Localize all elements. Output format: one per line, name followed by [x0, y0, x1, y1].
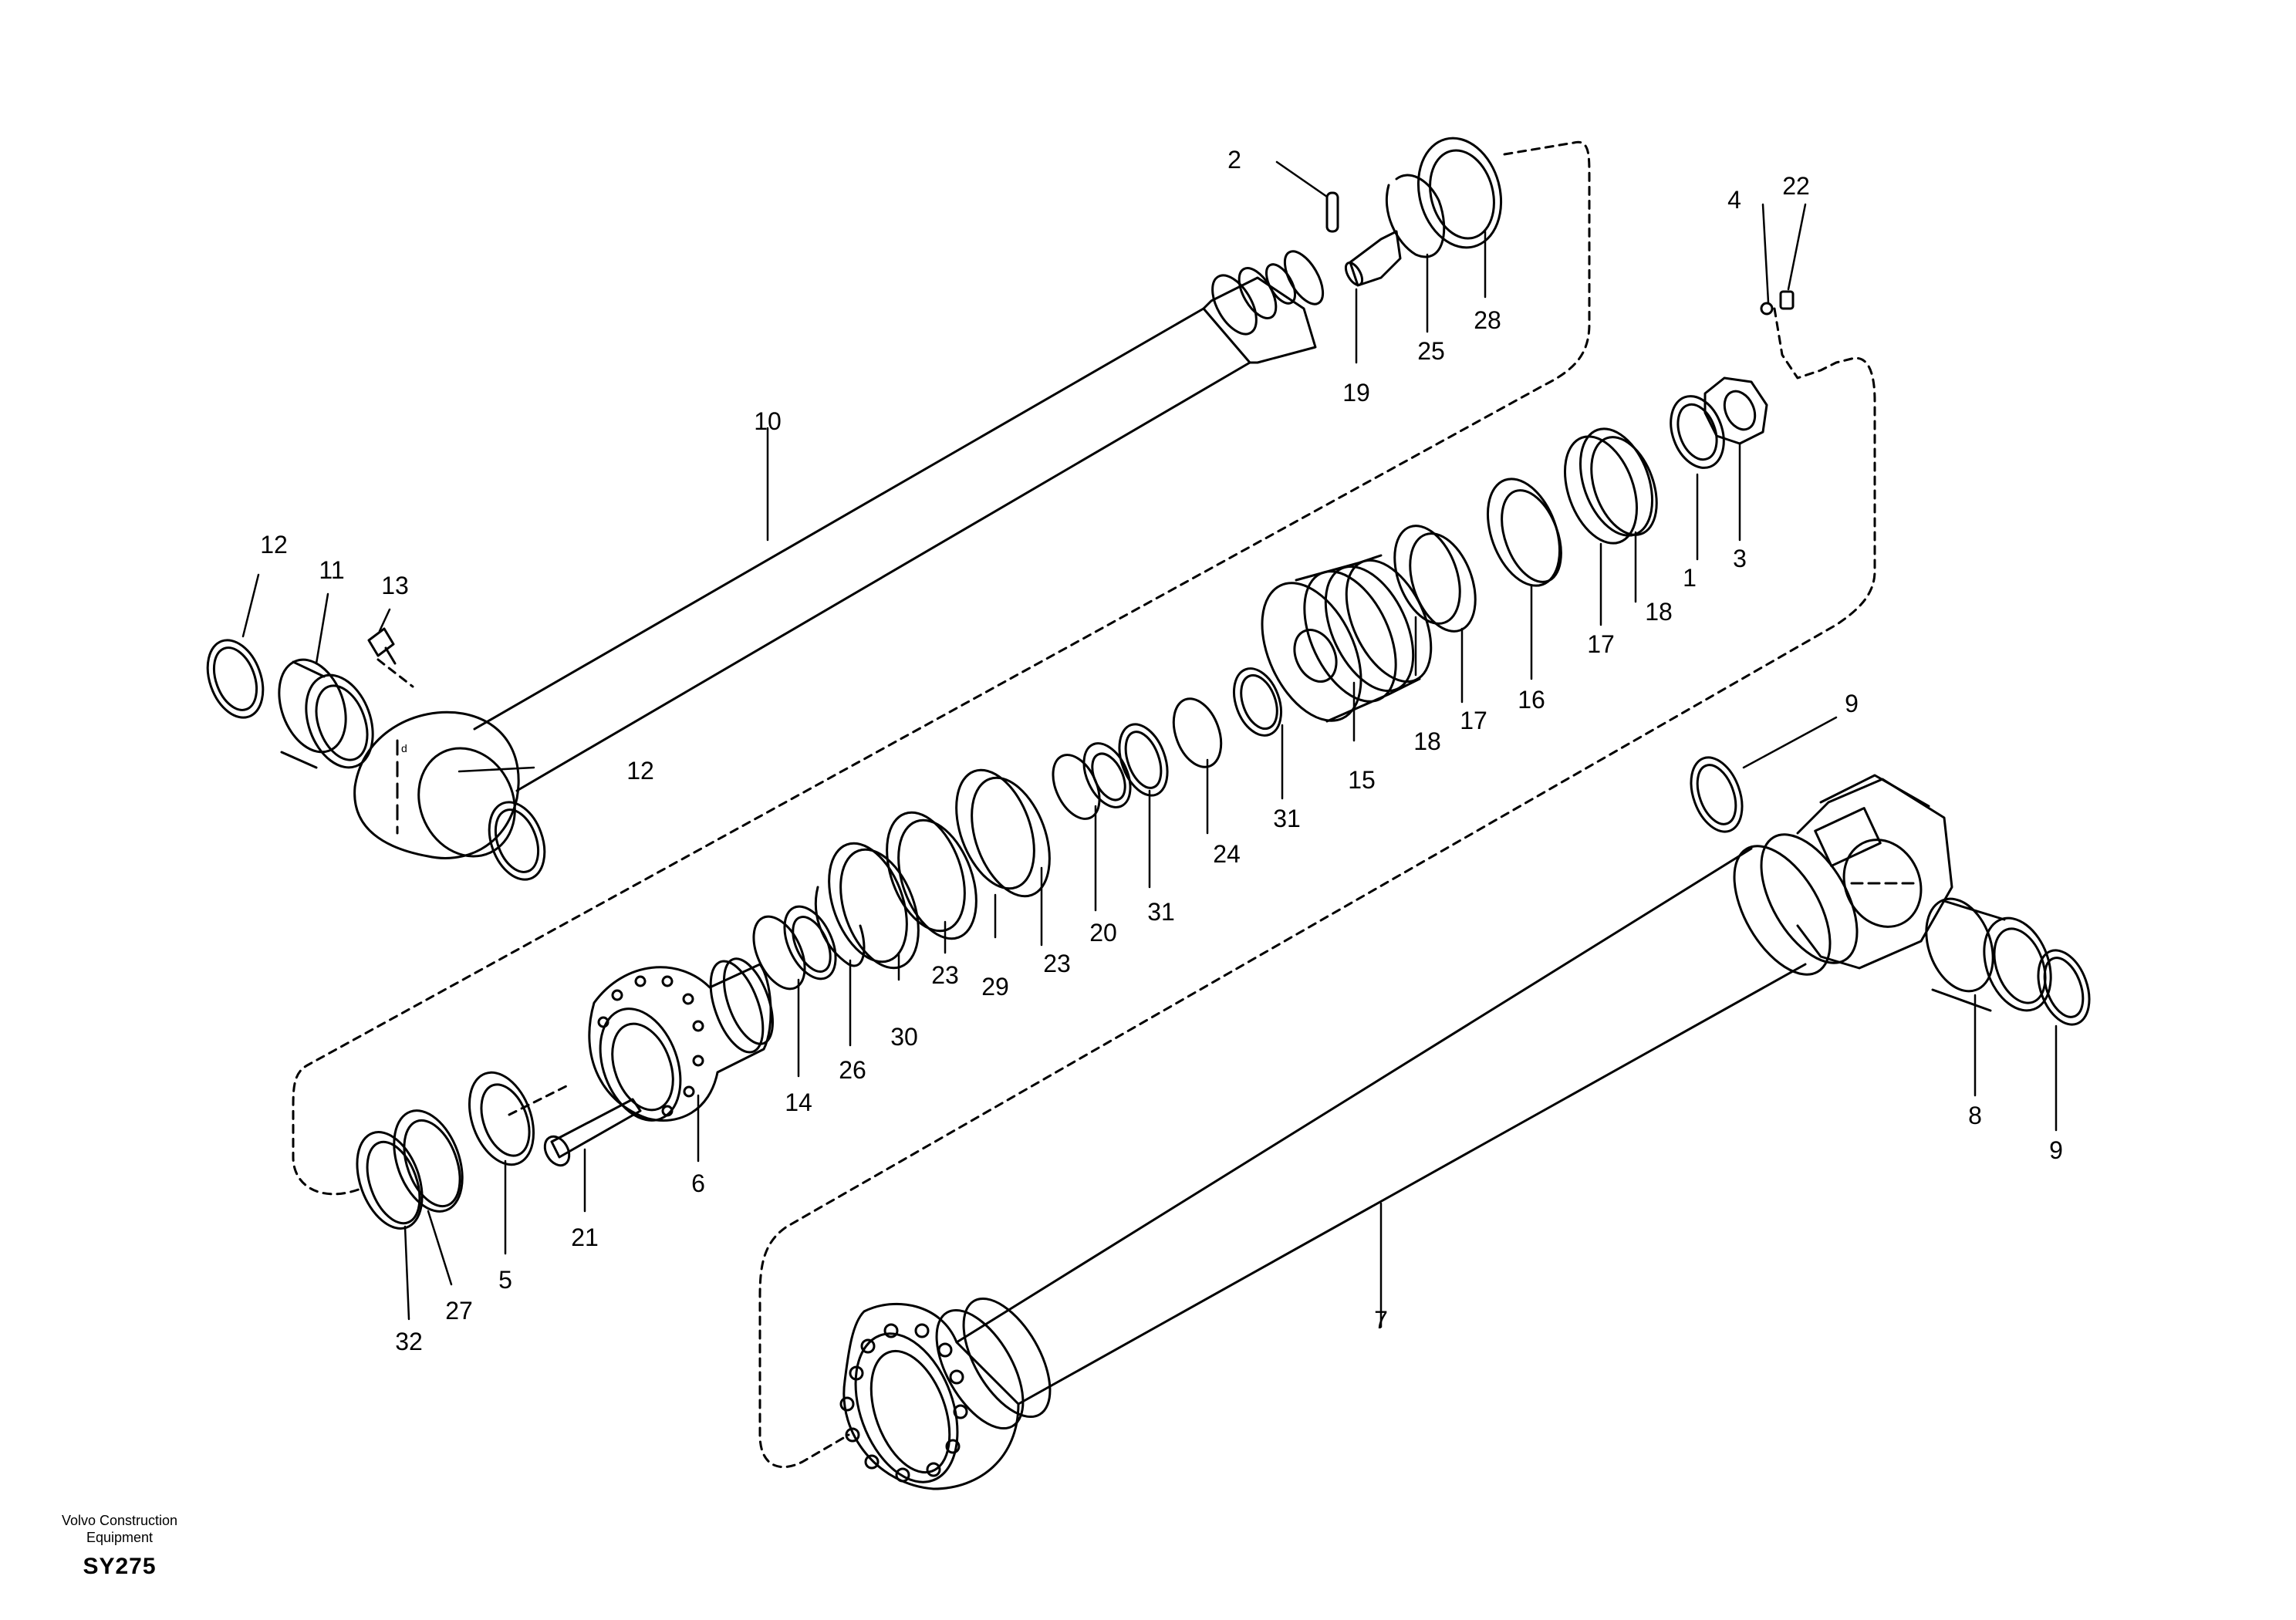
label-31-left: 31 [1147, 898, 1175, 926]
part-20-nut [1052, 742, 1132, 820]
label-10: 10 [754, 407, 782, 435]
part-11-bushing [278, 658, 374, 769]
label-2: 2 [1227, 146, 1241, 174]
label-25: 25 [1417, 337, 1445, 365]
label-4: 4 [1727, 186, 1741, 214]
part-8-bushing [1925, 897, 2052, 1012]
label-27: 27 [445, 1297, 473, 1325]
label-24: 24 [1213, 840, 1241, 868]
part-2-pin [1325, 191, 1339, 233]
label-18-right: 18 [1645, 598, 1673, 626]
label-6: 6 [691, 1169, 705, 1197]
label-9-bottom: 9 [2049, 1136, 2063, 1164]
part-7-cylinder-tube [839, 774, 1953, 1490]
label-17-right: 17 [1587, 630, 1615, 658]
label-15: 15 [1348, 766, 1376, 794]
label-28: 28 [1474, 306, 1501, 334]
part-19-pin [1344, 230, 1402, 287]
part-15-piston [1261, 554, 1433, 723]
part-13-fitting [367, 627, 397, 665]
drawing-code: SY275 [83, 1554, 157, 1579]
label-9-top: 9 [1845, 690, 1859, 717]
label-21: 21 [571, 1223, 599, 1251]
seal-rings [206, 137, 2091, 1230]
label-17-left: 17 [1460, 707, 1487, 734]
label-23-left: 23 [931, 961, 959, 989]
label-18-left: 18 [1413, 727, 1441, 755]
label-23-right: 23 [1043, 950, 1071, 977]
label-12-bottom: 12 [626, 757, 654, 785]
part-3-nut [1703, 376, 1768, 445]
label-19: 19 [1342, 379, 1370, 407]
label-8: 8 [1968, 1102, 1982, 1129]
label-5: 5 [498, 1266, 512, 1294]
label-14: 14 [785, 1088, 812, 1116]
part-6-cylinder-head [588, 957, 774, 1122]
label-29: 29 [981, 973, 1009, 1001]
label-12-top: 12 [260, 531, 288, 559]
label-3: 3 [1733, 545, 1747, 572]
part-21-bolt [543, 1098, 642, 1167]
svg-text:d: d [401, 742, 407, 754]
label-11: 11 [319, 556, 344, 584]
label-22: 22 [1782, 172, 1810, 200]
label-7: 7 [1374, 1306, 1388, 1334]
label-32: 32 [395, 1328, 423, 1355]
label-26: 26 [839, 1056, 866, 1084]
assembly-dashed-lines [292, 140, 1876, 1469]
part-22-screw [1779, 290, 1795, 310]
part-10-piston-rod: d [353, 250, 1325, 859]
leader-lines [241, 160, 2058, 1328]
label-20: 20 [1089, 919, 1117, 947]
brand-line-1: Volvo Construction [61, 1513, 178, 1528]
label-13: 13 [381, 572, 409, 599]
label-31-right: 31 [1273, 805, 1301, 832]
label-30: 30 [890, 1023, 918, 1051]
part-labels: 1 2 3 4 5 6 7 8 9 9 10 11 12 12 13 14 15… [260, 146, 2063, 1355]
drawing-caption: Volvo Construction Equipment SY275 [31, 1512, 208, 1580]
label-1: 1 [1683, 564, 1697, 592]
label-16: 16 [1518, 686, 1545, 714]
brand-line-2: Equipment [86, 1530, 154, 1545]
part-4-ball [1760, 302, 1774, 316]
